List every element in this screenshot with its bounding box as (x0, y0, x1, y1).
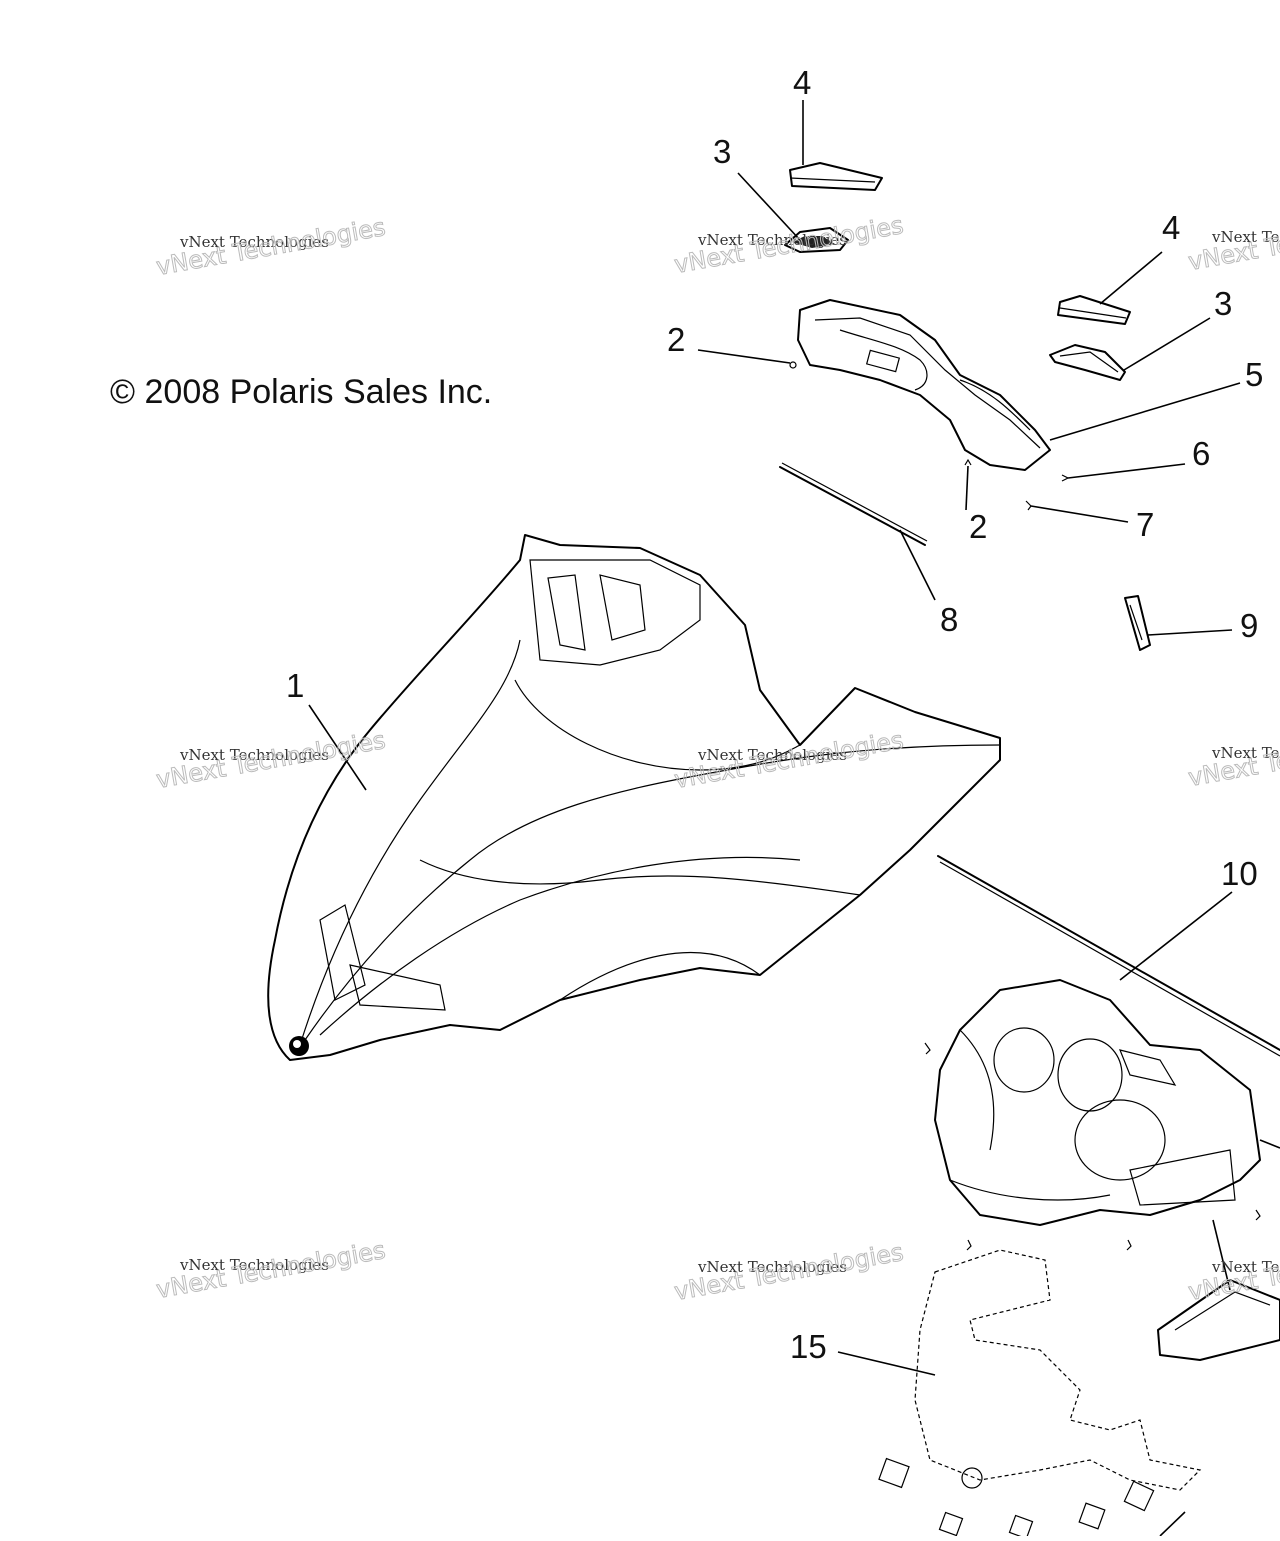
lower-screws[interactable] (924, 1042, 1261, 1251)
watermark: vNext Technologies vNext Technologies (154, 726, 388, 795)
watermark: vNext Technologies vNext Technologies (672, 211, 906, 280)
svg-text:vNext Technologies: vNext Technologies (179, 233, 329, 251)
part-5-console[interactable] (797, 299, 1051, 471)
svg-text:vNext Technologies: vNext Technologies (1211, 744, 1280, 762)
leader-lines (308, 100, 1280, 1537)
svg-text:vNext Technologies: vNext Technologies (697, 746, 847, 764)
part-8-rod[interactable] (779, 462, 928, 546)
callout-8[interactable]: 8 (940, 601, 958, 638)
part-15-decal[interactable] (878, 1249, 1202, 1540)
callouts: 1 2 2 3 3 4 4 5 6 7 8 9 10 15 (286, 64, 1263, 1365)
callout-4-upper[interactable]: 4 (793, 64, 811, 101)
svg-text:vNext Technologies: vNext Technologies (179, 746, 329, 764)
watermark: vNext Technologies vNext Technologies (1186, 724, 1280, 793)
callout-7[interactable]: 7 (1136, 506, 1154, 543)
part-3-upper[interactable] (784, 227, 849, 253)
svg-text:vNext Technologies: vNext Technologies (154, 1236, 387, 1304)
watermark: vNext Technologies vNext Technologies (672, 1238, 906, 1307)
callout-6[interactable]: 6 (1192, 435, 1210, 472)
watermark: vNext Technologies vNext Technologies (154, 1236, 388, 1305)
part-3-right[interactable] (1049, 344, 1126, 381)
callout-5[interactable]: 5 (1245, 356, 1263, 393)
svg-text:vNext Technologies: vNext Technologies (179, 1256, 329, 1274)
svg-text:vNext Technologies: vNext Technologies (672, 726, 905, 794)
part-1-hood[interactable] (267, 534, 1001, 1061)
svg-text:vNext Technologies: vNext Technologies (672, 211, 905, 279)
callout-10[interactable]: 10 (1221, 855, 1258, 892)
screw-7[interactable] (1025, 500, 1032, 511)
svg-text:vNext Technologies: vNext Technologies (1211, 1258, 1280, 1276)
callout-3-upper[interactable]: 3 (713, 133, 731, 170)
part-4-right[interactable] (1057, 295, 1131, 325)
part-4-upper[interactable] (789, 162, 883, 191)
callout-9[interactable]: 9 (1240, 607, 1258, 644)
callout-2-upper[interactable]: 2 (667, 321, 685, 358)
screw-2-lower[interactable] (964, 458, 972, 466)
svg-text:vNext Technologies: vNext Technologies (1186, 724, 1280, 792)
callout-3-right[interactable]: 3 (1214, 285, 1232, 322)
watermark: vNext Technologies vNext Technologies (1186, 208, 1280, 277)
part-10-rod[interactable] (937, 855, 1280, 1057)
watermark: vNext Technologies vNext Technologies (672, 726, 906, 795)
svg-text:vNext Technologies: vNext Technologies (1211, 228, 1280, 246)
watermark: vNext Technologies vNext Technologies (154, 213, 388, 282)
copyright-text: © 2008 Polaris Sales Inc. (110, 373, 492, 411)
callout-4-right[interactable]: 4 (1162, 209, 1180, 246)
screw-2-upper[interactable] (789, 361, 797, 369)
watermark: vNext Technologies vNext Technologies (1186, 1238, 1280, 1307)
callout-15[interactable]: 15 (790, 1328, 827, 1365)
svg-text:vNext Technologies: vNext Technologies (697, 1258, 847, 1276)
svg-text:vNext Technologies: vNext Technologies (672, 1238, 905, 1306)
svg-text:vNext Technologies: vNext Technologies (154, 726, 387, 794)
svg-text:vNext Technologies: vNext Technologies (697, 231, 847, 249)
svg-text:vNext Technologies: vNext Technologies (1186, 1238, 1280, 1306)
part-9-bracket[interactable] (1124, 595, 1151, 651)
screw-6[interactable] (1061, 474, 1070, 482)
callout-1[interactable]: 1 (286, 667, 304, 704)
svg-text:vNext Technologies: vNext Technologies (1186, 208, 1280, 276)
lower-right-pad[interactable] (1157, 1279, 1280, 1361)
lower-console-housing[interactable] (934, 979, 1261, 1226)
svg-text:vNext Technologies: vNext Technologies (154, 213, 387, 281)
callout-2-lower[interactable]: 2 (969, 508, 987, 545)
